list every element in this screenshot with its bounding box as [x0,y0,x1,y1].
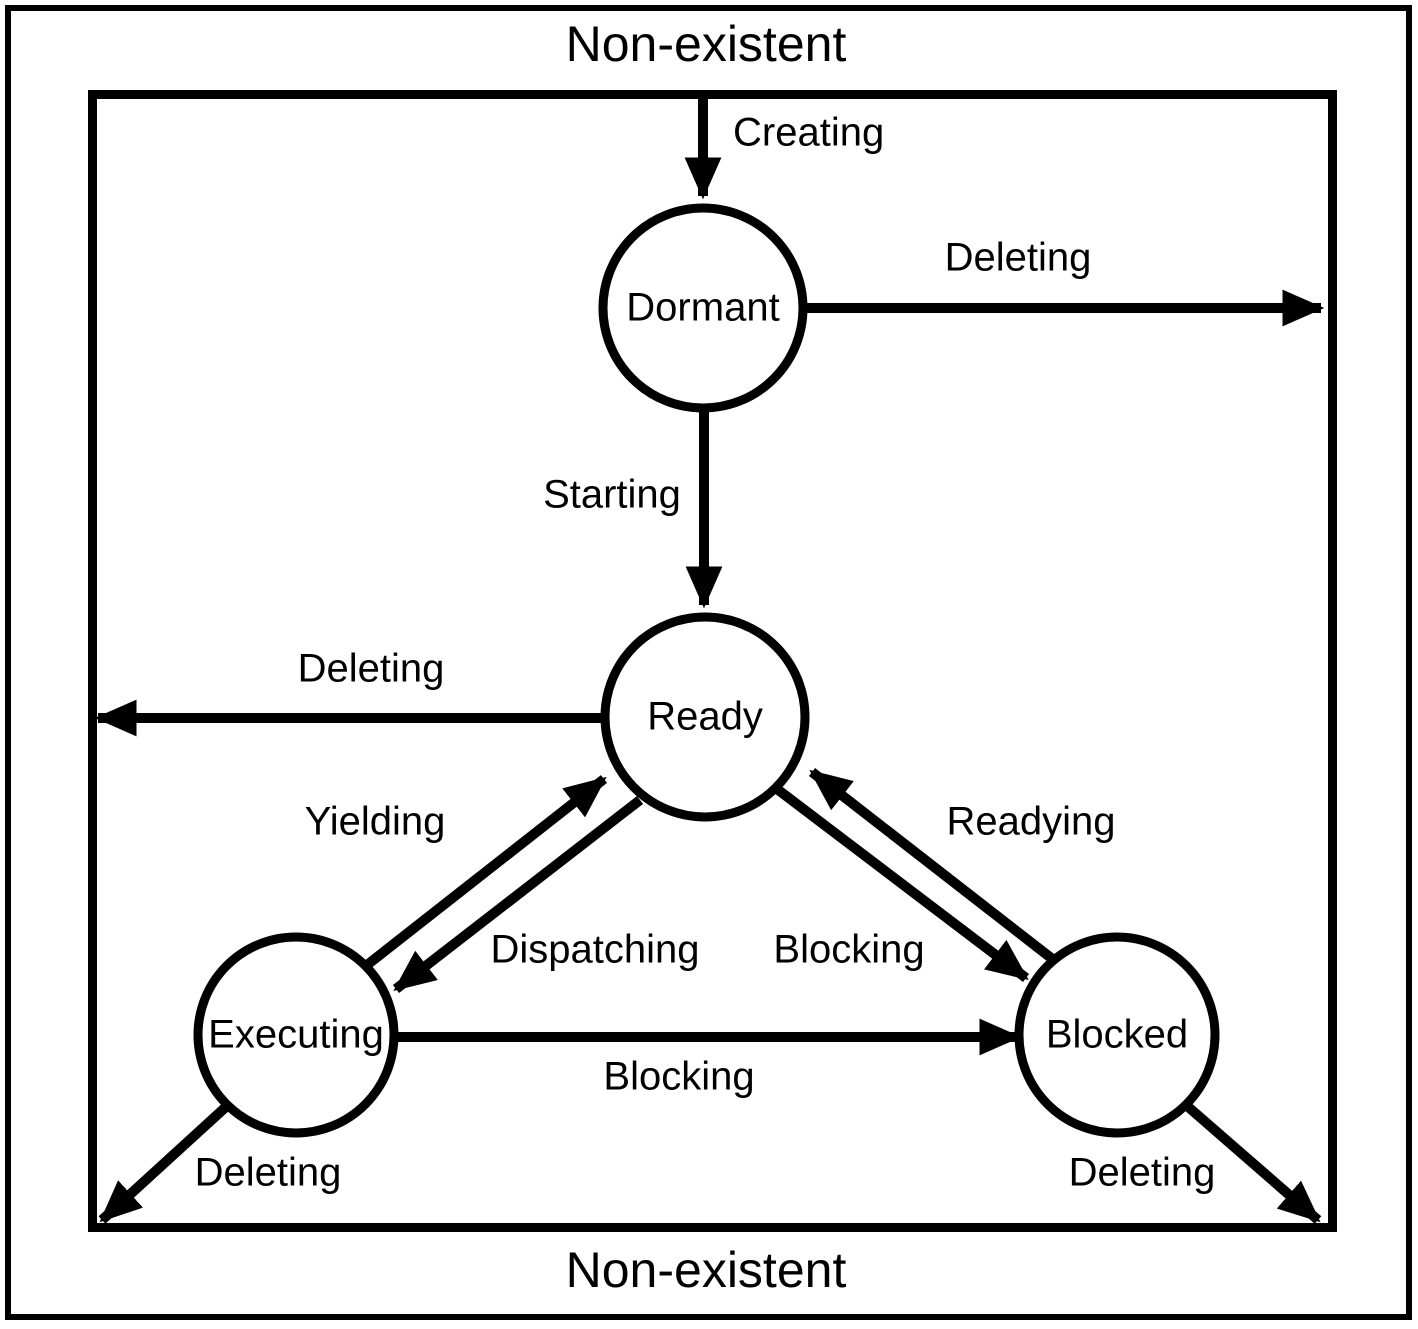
state-circle-executing [193,932,399,1138]
transition-label-creating: Creating [733,111,884,155]
transition-arrow-yielding [363,775,608,969]
state-circle-blocked [1014,932,1220,1138]
transition-arrow-blocking-diagonal [773,785,1030,982]
transition-label-deleting-ready: Deleting [298,647,445,691]
outer-frame [5,5,1412,1320]
state-node-dormant[interactable]: Dormant [598,203,808,413]
state-circle-ready [600,612,810,822]
region-label-non-existent-bottom: Non-existent [566,1242,847,1298]
transition-label-yielding: Yielding [305,800,446,844]
transition-label-starting: Starting [543,473,681,517]
state-label-dormant: Dormant [626,286,779,330]
transition-label-deleting-blocked: Deleting [1069,1151,1216,1195]
state-label-blocked: Blocked [1046,1013,1188,1057]
transition-arrow-deleting-blocked [1182,1101,1322,1224]
region-label-non-existent-top: Non-existent [566,16,847,72]
transition-label-deleting-executing: Deleting [195,1151,342,1195]
transition-arrow-dispatching [392,796,644,993]
transition-arrow-readying [808,768,1059,965]
transition-label-blocking-diagonal: Blocking [773,928,924,972]
state-label-ready: Ready [647,695,763,739]
transition-arrow-deleting-executing [98,1101,232,1224]
inner-box [88,90,1337,1232]
transition-label-readying: Readying [946,800,1115,844]
state-node-blocked[interactable]: Blocked [1014,932,1220,1138]
transition-label-deleting-dormant: Deleting [945,236,1092,280]
transition-label-dispatching: Dispatching [490,928,699,972]
state-circle-dormant [598,203,808,413]
transition-label-blocking-horizontal: Blocking [603,1055,754,1099]
state-node-ready[interactable]: Ready [600,612,810,822]
state-label-executing: Executing [208,1013,384,1057]
state-node-executing[interactable]: Executing [193,932,399,1138]
